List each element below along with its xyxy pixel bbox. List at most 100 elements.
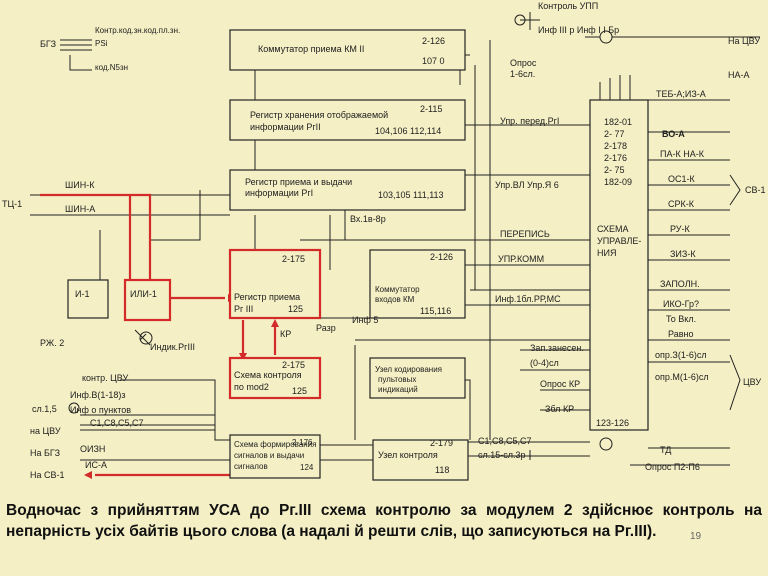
svg-text:пультовых: пультовых <box>378 375 416 384</box>
svg-text:Узел контроля: Узел контроля <box>378 450 438 460</box>
svg-text:БГЗ: БГЗ <box>40 39 56 49</box>
svg-text:125: 125 <box>288 304 303 314</box>
block-schema-form: Схема формирования сигналов и выдачи сиг… <box>229 434 321 479</box>
svg-text:СРК-К: СРК-К <box>668 199 695 209</box>
svg-text:104,106 112,114: 104,106 112,114 <box>375 126 441 136</box>
svg-text:ЗАПОЛН.: ЗАПОЛН. <box>660 279 700 289</box>
block-register-store: Регистр хранения отображаемой информации… <box>229 99 466 141</box>
block-reg-pr3: 2-175 Регистр приема Рг III 125 <box>228 248 322 320</box>
svg-text:182-09: 182-09 <box>604 177 632 187</box>
svg-text:ИЛИ-1: ИЛИ-1 <box>130 289 157 299</box>
svg-text:1-6сл.: 1-6сл. <box>510 69 535 79</box>
svg-text:118: 118 <box>435 465 449 475</box>
block-i1: И-1 <box>67 279 109 319</box>
svg-text:Опрос: Опрос <box>510 58 537 68</box>
svg-text:СВ-1: СВ-1 <box>745 185 766 195</box>
svg-text:НА-А: НА-А <box>728 70 750 80</box>
svg-text:Рг III: Рг III <box>234 304 253 314</box>
svg-text:сигналов: сигналов <box>234 462 268 471</box>
svg-text:115,116: 115,116 <box>420 306 451 316</box>
svg-text:Регистр хранения отображаемой: Регистр хранения отображаемой <box>250 110 388 120</box>
svg-text:РЖ. 2: РЖ. 2 <box>40 338 64 348</box>
svg-text:сигналов и выдачи: сигналов и выдачи <box>234 451 304 460</box>
svg-text:На БГЗ: На БГЗ <box>30 448 60 458</box>
svg-text:125: 125 <box>292 386 307 396</box>
svg-text:ЗИЗ-К: ЗИЗ-К <box>670 249 696 259</box>
svg-text:на ЦВУ: на ЦВУ <box>30 426 61 436</box>
svg-text:182-01: 182-01 <box>604 117 632 127</box>
svg-text:ТД: ТД <box>660 445 671 455</box>
svg-text:информации РгI: информации РгI <box>245 188 313 198</box>
svg-text:(0-4)сл: (0-4)сл <box>530 358 559 368</box>
svg-text:ОС1-К: ОС1-К <box>668 174 696 184</box>
svg-text:На ЦВУ: На ЦВУ <box>728 36 760 46</box>
svg-text:входов КМ: входов КМ <box>375 295 415 304</box>
svg-text:107 0: 107 0 <box>422 56 445 66</box>
svg-text:Инф III р Инф I I Бр: Инф III р Инф I I Бр <box>538 25 619 35</box>
svg-text:УПР.КОММ: УПР.КОММ <box>498 254 544 264</box>
svg-text:Контр.код.зн.код.пл.зн.: Контр.код.зн.код.пл.зн. <box>95 26 180 35</box>
svg-text:Равно: Равно <box>668 329 693 339</box>
block-schema-mod2: 2-175 Схема контроля по mod2 125 <box>228 356 322 400</box>
svg-text:сл.1,5: сл.1,5 <box>32 404 57 414</box>
svg-text:ОИЗН: ОИЗН <box>80 444 105 454</box>
block-register-io: Регистр приема и выдачи информации РгI 1… <box>229 169 466 211</box>
svg-text:КР: КР <box>280 329 291 339</box>
svg-text:2-126: 2-126 <box>422 36 445 46</box>
svg-text:Разр: Разр <box>316 323 336 333</box>
svg-text:Вх.1в-8р: Вх.1в-8р <box>350 214 386 224</box>
svg-text:Инф 5: Инф 5 <box>352 315 378 325</box>
svg-text:124: 124 <box>300 463 314 472</box>
block-uzel-upr: 182-01 2- 77 2-178 2-176 2- 75 182-09 СХ… <box>589 99 649 431</box>
svg-text:по mod2: по mod2 <box>234 382 269 392</box>
block-kommutator: Коммутатор приема КМ II 2-126 107 0 <box>229 29 466 71</box>
svg-text:Контроль УПП: Контроль УПП <box>538 1 598 11</box>
svg-text:И-1: И-1 <box>75 289 89 299</box>
svg-text:123-126: 123-126 <box>596 418 629 428</box>
signal-labels: Контроль УПП Инф III р Инф I I Бр На ЦВУ… <box>2 1 766 480</box>
svg-text:Регистр приема и выдачи: Регистр приема и выдачи <box>245 177 352 187</box>
svg-text:УПРАВЛЕ-: УПРАВЛЕ- <box>597 236 641 246</box>
svg-text:контр. ЦВУ: контр. ЦВУ <box>82 373 129 383</box>
svg-text:Зап.занесен.: Зап.занесен. <box>530 343 584 353</box>
svg-text:НИЯ: НИЯ <box>597 248 616 258</box>
slide-caption: Водночас з прийняттям УСА до Рг.III схем… <box>6 502 762 540</box>
svg-text:103,105 111,113: 103,105 111,113 <box>378 190 444 200</box>
svg-text:Индик.РгIII: Индик.РгIII <box>150 342 195 352</box>
svg-text:ПА-К НА-К: ПА-К НА-К <box>660 149 705 159</box>
svg-text:Упр.ВЛ Упр.Я 6: Упр.ВЛ Упр.Я 6 <box>495 180 559 190</box>
svg-text:РУ-К: РУ-К <box>670 224 691 234</box>
svg-text:информации РгII: информации РгII <box>250 122 321 132</box>
svg-text:Упр. перед.РгI: Упр. перед.РгI <box>500 116 559 126</box>
svg-text:РSi: РSi <box>95 39 108 48</box>
svg-text:2-176: 2-176 <box>292 438 313 447</box>
svg-text:ШИН-А: ШИН-А <box>65 204 95 214</box>
svg-text:ВО-А: ВО-А <box>662 129 685 139</box>
svg-text:Инф о пунктов: Инф о пунктов <box>70 405 131 415</box>
svg-text:сл.15-сл.3р: сл.15-сл.3р <box>478 450 526 460</box>
block-ili: ИЛИ-1 <box>123 278 172 322</box>
svg-text:Регистр приема: Регистр приема <box>234 292 300 302</box>
svg-text:То Вкл.: То Вкл. <box>666 314 696 324</box>
svg-text:На СВ-1: На СВ-1 <box>30 470 65 480</box>
svg-text:С1,С8,С5,С7: С1,С8,С5,С7 <box>478 436 532 446</box>
svg-text:ТЦ-1: ТЦ-1 <box>2 199 22 209</box>
svg-text:2-178: 2-178 <box>604 141 627 151</box>
svg-text:СХЕМА: СХЕМА <box>597 224 629 234</box>
svg-text:ТЕБ-А;ИЗ-А: ТЕБ-А;ИЗ-А <box>656 89 706 99</box>
wires <box>30 12 760 466</box>
svg-text:С1,С8,С5,С7: С1,С8,С5,С7 <box>90 418 144 428</box>
svg-text:Инф.В(1-18)з: Инф.В(1-18)з <box>70 390 125 400</box>
svg-text:Схема формирования: Схема формирования <box>234 440 316 449</box>
svg-text:2-179: 2-179 <box>430 438 453 448</box>
svg-text:2-115: 2-115 <box>420 104 442 114</box>
svg-text:ИКО-Гр?: ИКО-Гр? <box>663 299 699 309</box>
svg-text:Опрос П2-П6: Опрос П2-П6 <box>645 462 700 472</box>
svg-text:ИС-А: ИС-А <box>85 460 107 470</box>
svg-text:2-175: 2-175 <box>282 360 305 370</box>
block-uzel-ctrl: Узел контроля 2-179 118 <box>372 438 469 481</box>
svg-text:Схема контроля: Схема контроля <box>234 370 302 380</box>
svg-text:Збл КР: Збл КР <box>545 404 574 414</box>
svg-text:2-175: 2-175 <box>282 254 305 264</box>
